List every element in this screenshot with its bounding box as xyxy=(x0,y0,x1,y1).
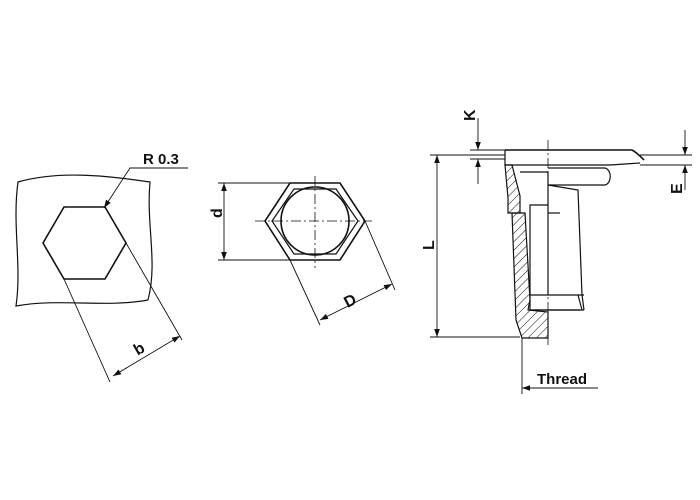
b-extension-2 xyxy=(125,242,183,341)
b-extension-1 xyxy=(63,278,111,383)
radius-label: R 0.3 xyxy=(143,151,179,168)
outer-body xyxy=(547,184,585,311)
radius-leader xyxy=(103,167,188,209)
D-label: D xyxy=(341,291,359,311)
nut-section-view: L K E Thread xyxy=(421,109,692,394)
D-extension-1 xyxy=(289,259,321,326)
top-shoulder xyxy=(548,167,611,186)
D-extension-2 xyxy=(364,220,396,291)
K-label: K xyxy=(462,109,479,121)
nut-top-view: d D xyxy=(209,176,396,326)
hex-hole xyxy=(42,206,127,280)
b-dimension-line xyxy=(112,335,181,377)
hex-inner xyxy=(271,188,359,255)
flange-top xyxy=(505,149,645,161)
body-wall-upper xyxy=(504,164,521,214)
sheet-hole-view: R 0.3 b xyxy=(15,151,188,383)
D-dimension-line xyxy=(319,283,393,321)
L-label: L xyxy=(421,240,438,250)
flange-lower xyxy=(504,150,641,166)
E-label: E xyxy=(669,183,686,194)
thread-label: Thread xyxy=(537,371,587,388)
sheet-outline xyxy=(15,174,153,307)
thread-inner xyxy=(577,294,583,311)
d-label: d xyxy=(209,208,226,218)
